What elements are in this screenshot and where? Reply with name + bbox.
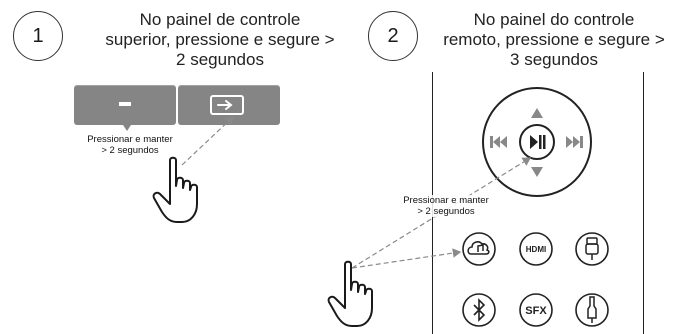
dashed-arrow-step-1 [181,116,234,166]
step-2-number: 2 [368,11,418,61]
step-2-hint-line: > 2 segundos [417,206,475,217]
step-1-title: No painel de controle superior, pression… [95,10,345,70]
step-1-title-line: No painel de controle [139,10,301,29]
next-track-icon[interactable] [566,136,583,148]
hdmi-label: HDMI [526,245,546,254]
step-2-hint-line: Pressionar e manter [403,195,489,206]
aux-button[interactable] [575,293,609,327]
cloud-music-icon [467,241,490,255]
cloud-music-button[interactable] [462,232,496,266]
sfx-button[interactable] [519,293,553,327]
hdmi-button[interactable] [519,232,553,266]
step-1-hint-line: > 2 segundos [101,145,159,156]
previous-track-icon[interactable] [490,136,507,148]
step-2-title: No painel do controle remoto, pressione … [425,10,682,70]
step-1-title-line: superior, pressione e segure > [105,30,335,49]
step-2-title-line: No painel do controle [473,10,635,29]
bluetooth-icon [473,298,486,322]
step-1-title-line: 2 segundos [176,50,264,69]
dashed-arrow-to-cloud [351,248,462,269]
input-source-icon [210,95,244,115]
arrow-up-icon[interactable] [531,108,543,118]
hint-pointer [123,125,131,131]
optical-button[interactable] [575,232,609,266]
aux-icon [587,296,597,323]
step-2-title-line: remoto, pressione e segure > [443,30,665,49]
step-1-number: 1 [13,11,63,61]
step-2-hint: Pressionar e manter > 2 segundos [392,195,500,217]
step-1-hint-line: Pressionar e manter [87,134,173,145]
pointing-hand-icon [152,156,198,223]
step-2-title-line: 3 segundos [510,50,598,69]
remote-dpad [482,87,592,197]
step-1-hint: Pressionar e manter > 2 segundos [80,134,180,156]
pointing-hand-icon [327,260,373,327]
play-pause-icon[interactable] [519,124,555,160]
bluetooth-button[interactable] [462,293,496,327]
arrow-down-icon[interactable] [531,167,543,177]
sfx-label: SFX [525,305,547,317]
optical-icon [585,237,599,260]
minus-icon [119,102,131,106]
